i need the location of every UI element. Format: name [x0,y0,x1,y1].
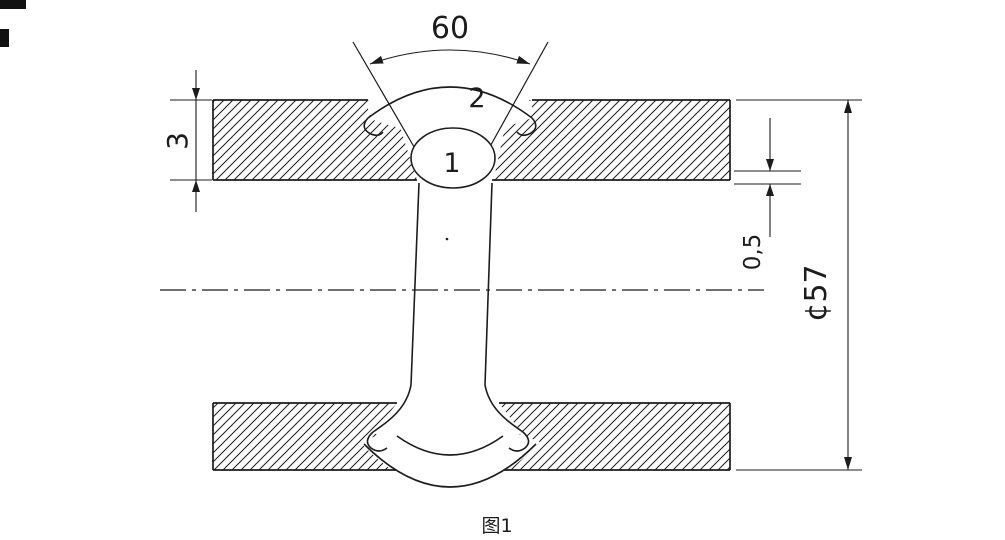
cap-pass-label: 2 [468,83,485,114]
cap-toe-curls [363,117,537,137]
dimension-arrowheads [192,55,852,470]
figure-caption: 图1 [481,515,512,537]
root-pass-bead [410,127,496,189]
arrow-angle-left [370,55,384,64]
penetration-inner-arc [396,435,504,456]
cap-toe-left-region [368,96,392,120]
arrow-angle-right [516,55,530,64]
dimension-lines [170,49,862,471]
scan-artifacts [0,0,26,47]
groove-face-extension-lines [352,41,549,153]
stray-mark [445,237,449,241]
groove-angle-value: 60 [431,11,469,46]
cap-bead-region [368,87,532,134]
groove-angle-dimension-arc [369,49,531,65]
bottom-funnel-lines [372,384,524,433]
arrow-root-bottom [766,184,774,196]
pipe-outline [212,99,731,471]
diameter-value: ¢57 [799,264,834,321]
arrow-thickness-bottom [192,180,200,192]
root-height-dimension-lines [734,118,801,237]
penetration-bead-region [360,423,540,490]
arrow-diameter-bottom [844,457,852,470]
arrow-root-top [766,159,774,171]
weld-beads [363,86,537,488]
arrow-thickness-top [192,88,200,100]
root-height-value: 0,5 [740,234,766,271]
joint-column-lines [410,182,493,386]
cap-pass-bead [367,86,533,119]
bottom-toe-curls [366,431,530,452]
penetration-bead-arc [363,443,537,488]
diameter-dimension-lines [736,99,862,471]
scan-artifact [0,29,9,47]
scan-artifact [0,0,26,9]
arrow-diameter-top [844,100,852,113]
wall-thickness-value: 3 [161,132,194,150]
root-pass-label: 1 [443,148,460,179]
root-funnel-region [373,385,523,434]
